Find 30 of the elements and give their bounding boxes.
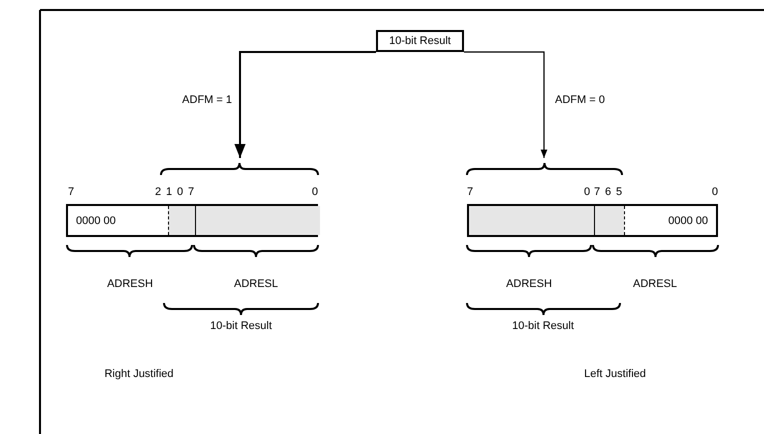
register-name: ADRESH (506, 278, 552, 291)
bit-number: 0 (584, 186, 590, 199)
bit-number: 2 (155, 186, 162, 199)
bit-number: 7 (68, 186, 74, 199)
bit-number: 0 (712, 186, 718, 199)
register-bar (66, 204, 318, 237)
box-label: 10-bit Result (389, 35, 451, 47)
edge-label: ADFM = 1 (182, 94, 232, 107)
caption-label: Left Justified (584, 368, 646, 381)
bit-number: 1 (166, 186, 172, 199)
bit-number: 5 (616, 186, 622, 199)
edge-label: ADFM = 0 (555, 94, 605, 107)
bit-number: 6 (605, 186, 612, 199)
register-name: ADRESH (107, 278, 153, 291)
bit-number: 7 (188, 186, 194, 199)
register-name: ADRESL (632, 278, 678, 291)
register-name: ADRESL (234, 278, 278, 291)
caption-label: Right Justified (104, 368, 174, 381)
bit-value: 0000 00 (668, 215, 708, 227)
brace-label: 10-bit Result (512, 320, 574, 333)
bit-number: 0 (312, 186, 318, 199)
arrow (464, 51, 548, 158)
arrow (234, 51, 376, 158)
brace-label: 10-bit Result (210, 320, 272, 333)
bit-value: 0000 00 (76, 215, 116, 227)
bit-number: 0 (177, 186, 184, 199)
result-box (376, 30, 464, 52)
register-bar (467, 204, 718, 237)
bit-number: 7 (594, 186, 600, 199)
bit-number: 7 (467, 186, 474, 199)
